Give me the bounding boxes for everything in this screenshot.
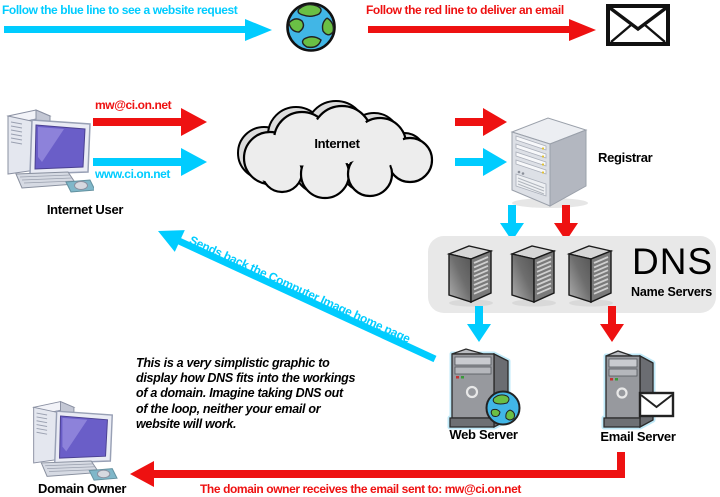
dns-webserver-blue-arrow [467, 306, 491, 342]
dns-subtitle: Name Servers [631, 285, 712, 299]
legend-red-text: Follow the red line to deliver an email [366, 3, 564, 17]
registrar-label: Registrar [598, 150, 653, 165]
envelope-icon [606, 4, 670, 46]
web-request-arrow [93, 148, 207, 176]
dns-server-icon-1 [446, 245, 494, 307]
email-server-label: Email Server [600, 429, 676, 444]
internet-cloud [237, 100, 434, 200]
dns-server-icon-3 [566, 245, 614, 307]
domain-owner-label: Domain Owner [38, 481, 127, 496]
delivery-label: The domain owner receives the email sent… [200, 482, 521, 496]
dns-server-icon-2 [509, 245, 557, 307]
dns-emailserver-red-arrow [600, 306, 624, 342]
web-server-icon [447, 348, 521, 430]
registrar-dns-red-arrow [554, 205, 578, 241]
note-text: This is a very simplistic graphic to dis… [136, 356, 356, 431]
cloud-registrar-blue-arrow [455, 148, 507, 176]
legend-blue-arrow [4, 19, 272, 41]
email-server-icon [601, 350, 675, 430]
legend-red-arrow [368, 19, 596, 41]
send-back-arrow [158, 230, 437, 363]
cloud-label: Internet [314, 136, 360, 151]
internet-user-label: Internet User [46, 202, 124, 217]
web-address-label: www.ci.on.net [95, 167, 171, 181]
internet-user-computer-icon [6, 109, 94, 193]
domain-owner-computer-icon [32, 400, 118, 481]
email-address-label: mw@ci.on.net [95, 98, 172, 112]
legend-blue-text: Follow the blue line to see a website re… [2, 3, 238, 17]
cloud-registrar-red-arrow [455, 108, 507, 136]
registrar-server-icon [510, 117, 588, 208]
dns-title: DNS [632, 241, 714, 282]
email-request-arrow [93, 108, 207, 136]
registrar-dns-blue-arrow [500, 205, 524, 241]
web-server-label: Web Server [449, 427, 518, 442]
globe-icon [286, 2, 336, 52]
